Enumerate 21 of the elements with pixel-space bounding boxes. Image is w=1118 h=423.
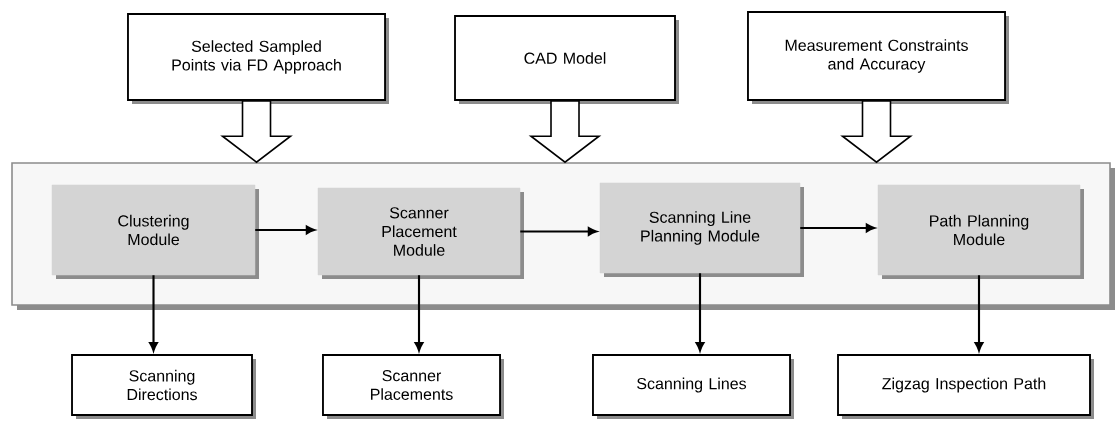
block-arrow [840, 100, 913, 164]
module-box: Path Planning Module [877, 184, 1084, 279]
module-box: Clustering Module [51, 184, 259, 279]
arrow [695, 273, 705, 352]
arrow [974, 275, 984, 352]
input-box: Measurement Constraints and Accuracy [747, 11, 1009, 104]
block-arrow [220, 100, 293, 164]
input-box: Selected Sampled Points via FD Approach [127, 13, 389, 104]
module-box: Scanning Line Planning Module [599, 182, 804, 277]
arrow [414, 275, 424, 352]
output-box: Scanning Lines [592, 354, 794, 419]
arrow [255, 225, 316, 235]
arrow [520, 227, 598, 236]
module-box: Scanner Placement Module [317, 187, 524, 279]
output-box: Scanner Placements [322, 354, 504, 419]
block-arrow [528, 100, 602, 164]
arrow [800, 223, 876, 233]
input-box: CAD Model [454, 15, 679, 104]
arrow [149, 275, 158, 352]
output-box: Zigzag Inspection Path [837, 354, 1094, 419]
output-box: Scanning Directions [71, 354, 256, 419]
